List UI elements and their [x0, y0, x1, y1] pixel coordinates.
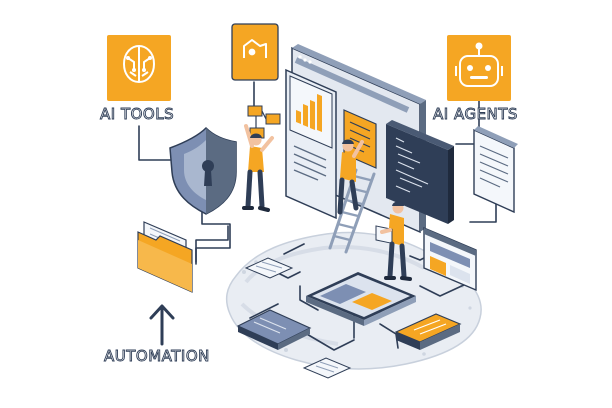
shield-lock-icon [169, 126, 237, 215]
workflow-icon [231, 23, 279, 81]
floor-panel-blue [236, 309, 312, 350]
folder-icon [137, 221, 193, 293]
right-document [473, 126, 518, 214]
chart-panel [285, 68, 337, 220]
ai-tools-label: AI TOOLS [100, 105, 175, 123]
up-arrow-icon [149, 304, 175, 346]
floor-document-left [244, 257, 294, 279]
person-on-ladder [337, 139, 364, 215]
floor-panel-orange [394, 313, 462, 350]
floor-document-bottom [302, 357, 352, 379]
person-right [375, 201, 412, 281]
automation-label: AUTOMATION [104, 347, 210, 365]
browser-window [423, 226, 477, 292]
floor-screen [306, 272, 416, 326]
flow-diagram [247, 105, 281, 139]
code-panel [386, 120, 454, 224]
bar-chart-icon [296, 94, 322, 132]
ai-agents-label: AI AGENTS [433, 105, 518, 123]
robot-face-icon [447, 35, 511, 101]
brain-icon [107, 35, 171, 101]
person-left [242, 124, 274, 212]
